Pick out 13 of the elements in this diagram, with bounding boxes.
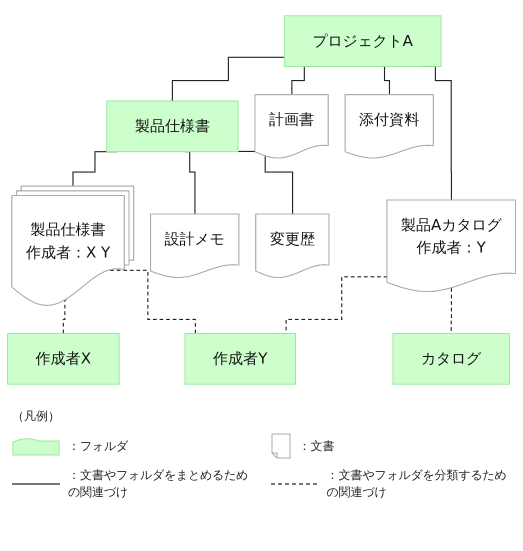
- legend-text: ：フォルダ: [68, 438, 128, 454]
- legend-text: ：文書: [298, 438, 334, 454]
- connector: [172, 56, 284, 102]
- node-box: 作成者X: [7, 333, 120, 385]
- connector: [62, 299, 66, 334]
- node-box: 製品仕様書: [106, 100, 239, 152]
- legend-text: ：文書やフォルダをまとめるための関連づけ: [68, 467, 249, 501]
- legend-heading: （凡例）: [12, 408, 61, 425]
- node-box: 作成者Y: [184, 333, 296, 385]
- node-box: カタログ: [392, 333, 510, 385]
- connector: [238, 150, 294, 216]
- legend-text: ：文書やフォルダを分類するための関連づけ: [326, 467, 508, 501]
- node-box: プロジェクトA: [284, 15, 442, 67]
